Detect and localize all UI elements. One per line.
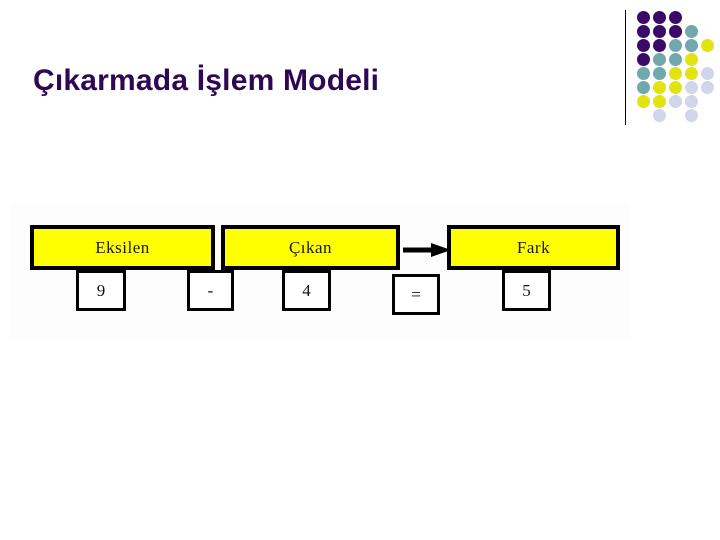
value-box-difference: 5 <box>502 270 551 311</box>
decorative-dot <box>669 81 682 94</box>
operator-label-equals: = <box>411 285 421 304</box>
operator-box-equals: = <box>392 274 440 315</box>
decorative-dot <box>669 25 682 38</box>
decorative-dot <box>669 53 682 66</box>
value-label-subtrahend: 4 <box>302 281 311 300</box>
term-label-cikan: Çıkan <box>288 238 333 257</box>
decorative-dot <box>637 53 650 66</box>
right-arrow-icon <box>403 243 451 257</box>
operator-box-minus: - <box>187 270 234 311</box>
decorative-dot <box>653 95 666 108</box>
value-label-minuend: 9 <box>96 281 106 300</box>
value-label-difference: 5 <box>522 281 531 300</box>
decorative-dot <box>637 11 650 24</box>
decorative-dot <box>653 39 666 52</box>
operator-label-minus: - <box>207 281 214 300</box>
decorative-dot <box>685 81 698 94</box>
decorative-dot <box>637 95 650 108</box>
subtraction-model-diagram: Eksilen Çıkan Fark 9 - 4 = 5 <box>10 203 630 340</box>
decorative-dot <box>653 11 666 24</box>
decorative-dot <box>653 25 666 38</box>
decorative-divider-line <box>625 10 626 125</box>
decorative-dot <box>685 95 698 108</box>
decorative-dot <box>685 109 698 122</box>
decorative-dot-grid <box>637 11 717 123</box>
decorative-dot <box>669 11 682 24</box>
decorative-dot <box>701 81 714 94</box>
value-box-subtrahend: 4 <box>282 270 331 311</box>
term-label-fark: Fark <box>516 238 551 257</box>
decorative-dot <box>669 39 682 52</box>
value-box-minuend: 9 <box>76 270 126 311</box>
decorative-dot <box>653 81 666 94</box>
decorative-dot <box>685 53 698 66</box>
decorative-dot <box>653 109 666 122</box>
decorative-dot <box>669 67 682 80</box>
decorative-dot <box>685 25 698 38</box>
decorative-dot <box>685 67 698 80</box>
decorative-dot <box>669 95 682 108</box>
decorative-dot <box>637 67 650 80</box>
page-title: Çıkarmada İşlem Modeli <box>33 64 380 97</box>
decorative-dot <box>653 67 666 80</box>
decorative-dot <box>637 39 650 52</box>
term-box-fark: Fark <box>447 225 620 270</box>
decorative-dot <box>685 39 698 52</box>
decorative-dot <box>701 67 714 80</box>
decorative-dot <box>653 53 666 66</box>
term-box-cikan: Çıkan <box>221 225 400 270</box>
term-label-eksilen: Eksilen <box>95 238 150 257</box>
decorative-dot <box>701 39 714 52</box>
decorative-dot <box>637 25 650 38</box>
decorative-dot <box>637 81 650 94</box>
term-box-eksilen: Eksilen <box>30 225 215 270</box>
